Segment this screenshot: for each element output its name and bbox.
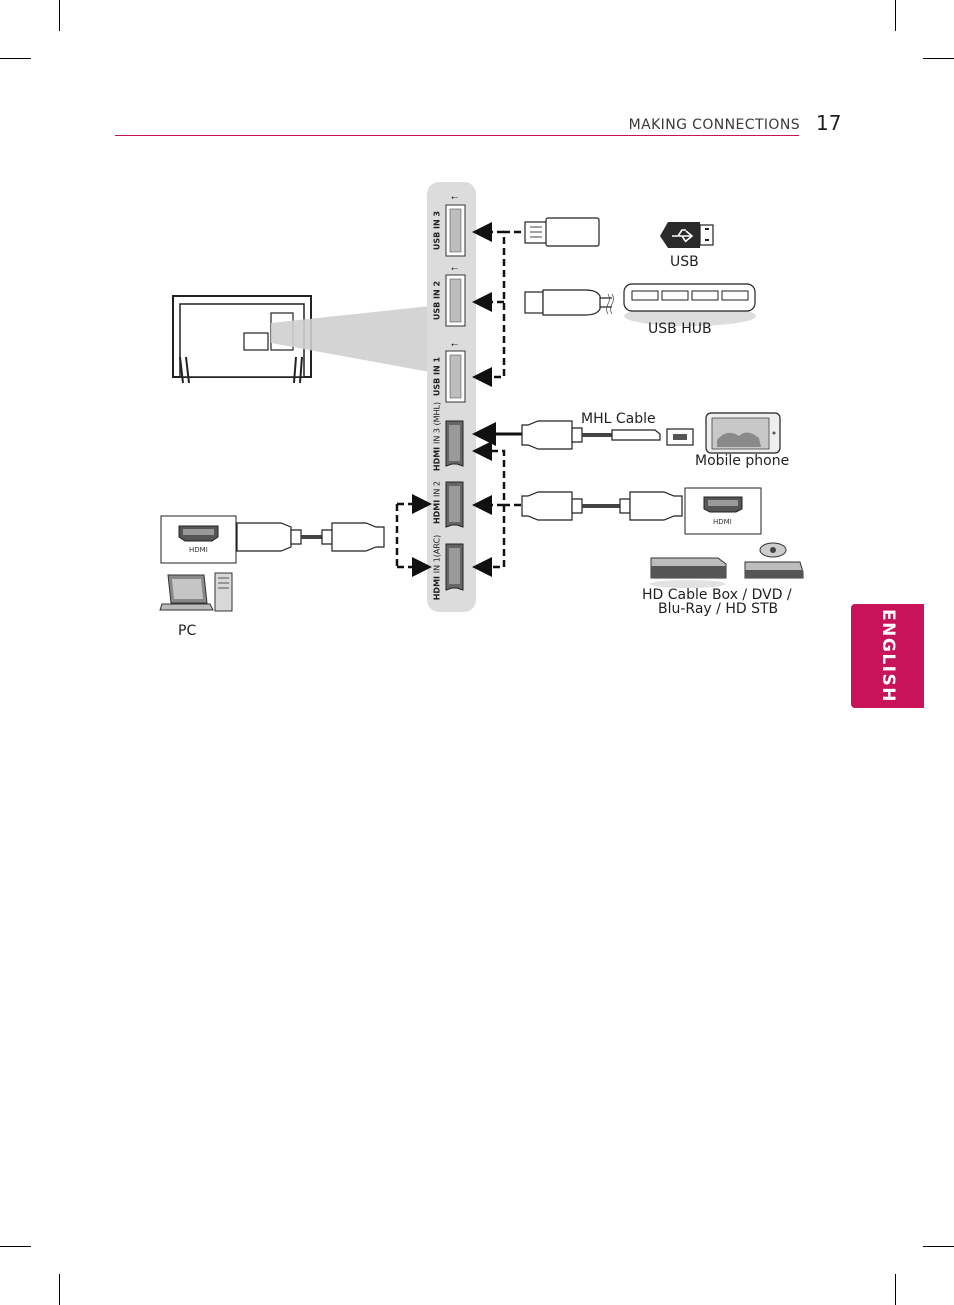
pc-icon [159, 572, 233, 612]
crop-mark-top-left-h [0, 58, 31, 59]
svg-text:⭠: ⭠ [451, 193, 458, 203]
zoom-wedge [271, 306, 430, 372]
av-devices-label-line2: Blu-Ray / HD STB [658, 601, 779, 617]
pc-hdmi-port-label: HDMI [189, 546, 208, 554]
crop-mark-top-right-h [923, 58, 954, 59]
mobile-phone-icon [705, 412, 781, 454]
port-label-usb-in-1: USB IN 1 [432, 356, 442, 397]
port-label-usb-in-2: USB IN 2 [432, 280, 442, 321]
av-devices-label-line1: HD Cable Box / DVD / [642, 587, 792, 603]
crop-mark-bottom-right-h [923, 1246, 954, 1247]
hdmi-logo-text: HDMI [432, 575, 442, 601]
av-device-icons [650, 542, 804, 588]
usb-hub-icon [623, 283, 756, 326]
mobile-phone-label: Mobile phone [695, 453, 790, 469]
svg-text:⭠: ⭠ [451, 340, 458, 350]
header-rule [115, 135, 799, 136]
usb-connection-lines [472, 222, 521, 387]
port-label-hdmi-in-1: HDMI IN 1(ARC) [433, 528, 442, 608]
svg-text:⭠: ⭠ [451, 264, 458, 274]
page-number: 17 [816, 111, 842, 135]
crop-mark-bottom-right-v [895, 1274, 896, 1305]
section-title: MAKING CONNECTIONS [628, 117, 800, 133]
language-tab: ENGLISH [851, 604, 924, 708]
usb-label: USB [670, 254, 699, 270]
usb-drive-icon [660, 222, 714, 248]
pc-connection [160, 494, 432, 577]
pc-label: PC [178, 623, 197, 639]
crop-mark-top-right-v [895, 0, 896, 31]
port-label-hdmi-in-3: HDMI IN 3 (MHL) [433, 397, 442, 477]
usb-hub-label: USB HUB [648, 321, 712, 337]
av-hdmi-cable [521, 491, 683, 521]
crop-mark-top-left-v [59, 0, 60, 31]
crop-mark-bottom-left-v [59, 1274, 60, 1305]
av-connection-lines [472, 441, 521, 577]
usb-stick-illustration [524, 217, 600, 247]
port-label-usb-in-3: USB IN 3 [432, 210, 442, 251]
port-label-in-2: IN 2 [432, 480, 442, 497]
av-hdmi-port-label: HDMI [713, 518, 732, 526]
mhl-cable-label: MHL Cable [581, 411, 656, 427]
port-label-in-3-mhl: IN 3 (MHL) [432, 401, 442, 445]
hdmi-ports [445, 420, 464, 591]
usb-ports: ⭠ ⭠ ⭠ [445, 193, 466, 403]
av-hdmi-port-box [684, 487, 762, 535]
usb-cable-plug-illustration [524, 289, 614, 316]
hdmi-logo-text: HDMI [432, 499, 442, 525]
port-label-in-1-arc: IN 1(ARC) [432, 534, 442, 574]
crop-mark-bottom-left-h [0, 1246, 31, 1247]
mhl-connection [472, 420, 694, 450]
